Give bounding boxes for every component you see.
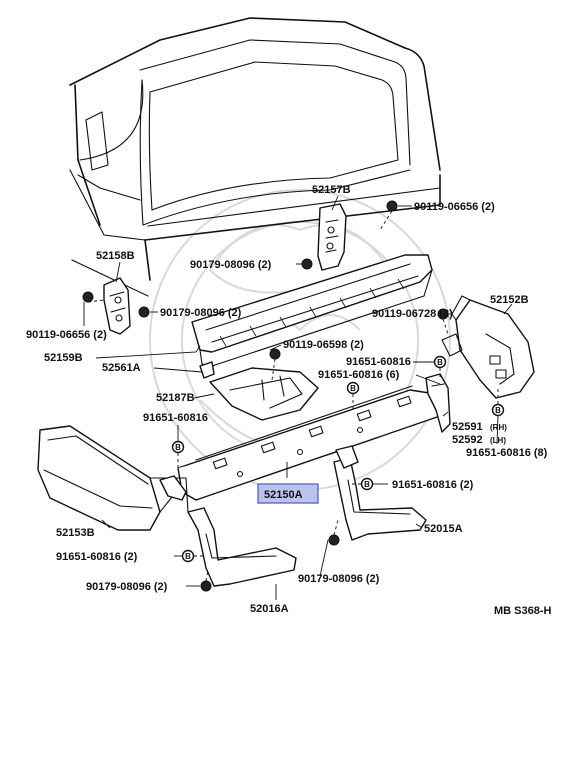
- label-90179-08096-lower-right[interactable]: 90179-08096 (2): [298, 573, 380, 585]
- label-52158B[interactable]: 52158B: [96, 250, 135, 262]
- svg-text:B: B: [350, 384, 356, 393]
- bracket-52158B: [103, 277, 131, 335]
- vehicle-body: [69, 17, 441, 297]
- bolt-marker-icon: B: [360, 477, 374, 491]
- svg-text:B: B: [185, 552, 191, 561]
- label-52153B[interactable]: 52153B: [56, 527, 95, 539]
- label-90179-08096-lower-left[interactable]: 90179-08096 (2): [86, 581, 168, 593]
- bolt-marker-icon: B: [433, 355, 447, 369]
- nut-90179-08096-lower-left: [200, 580, 212, 592]
- label-52016A[interactable]: 52016A: [250, 603, 289, 615]
- nut-90179-08096-lower-right: [328, 534, 340, 546]
- svg-text:B: B: [175, 443, 181, 452]
- label-52152B[interactable]: 52152B: [490, 294, 529, 306]
- label-91651-60816-f[interactable]: 91651-60816 (2): [56, 551, 138, 563]
- highlighted-part-box: [257, 483, 319, 504]
- bolt-marker-icon: B: [171, 440, 185, 454]
- end-cap-52152B: [441, 295, 535, 399]
- svg-text:B: B: [437, 358, 443, 367]
- label-52159B[interactable]: 52159B: [44, 352, 83, 364]
- label-52015A[interactable]: 52015A: [424, 523, 463, 535]
- label-rh: (RH): [490, 423, 507, 432]
- fasteners: [82, 200, 449, 592]
- label-90119-06656-right[interactable]: 90119-06656 (2): [414, 201, 495, 213]
- label-91651-60816-c[interactable]: 91651-60816: [143, 412, 208, 424]
- nut-90179-08096-upper: [301, 258, 313, 270]
- bracket-52591-52592: [425, 373, 451, 433]
- alignment-lines: [87, 210, 499, 582]
- bolt-marker-icon: B: [491, 403, 505, 417]
- label-52150A[interactable]: 52150A: [264, 489, 303, 501]
- svg-text:B: B: [364, 480, 370, 489]
- step-pad-52159B: [191, 254, 433, 367]
- bolt-markers: B B B B B B: [171, 355, 505, 563]
- bolt-90119-06598: [269, 348, 281, 360]
- label-52157B[interactable]: 52157B: [312, 184, 351, 196]
- label-91651-60816-8[interactable]: 91651-60816 (8): [466, 447, 548, 459]
- part-labels: 52157B 90119-06656 (2) 52158B 90179-0809…: [26, 184, 552, 617]
- bracket-52015A: [333, 445, 427, 541]
- bracket-52157B: [317, 203, 347, 271]
- stay-52187B: [209, 367, 319, 421]
- end-cap-52153B: [37, 425, 177, 531]
- label-52592[interactable]: 52592: [452, 434, 483, 446]
- label-91651-60816-a[interactable]: 91651-60816: [346, 356, 411, 368]
- bolt-90119-06656-right: [386, 200, 398, 212]
- label-lh: (LH): [490, 436, 506, 445]
- diagram-code: MB S368-H: [494, 605, 552, 617]
- label-90179-08096-upper[interactable]: 90179-08096 (2): [190, 259, 272, 271]
- label-91651-60816-6[interactable]: 91651-60816 (6): [318, 369, 400, 381]
- bolt-90119-06656-left: [82, 291, 94, 303]
- label-90179-08096-left[interactable]: 90179-08096 (2): [160, 307, 242, 319]
- leader-lines: [83, 195, 513, 600]
- label-90119-06728[interactable]: 90119-06728 (2): [372, 308, 453, 320]
- label-91651-60816-e[interactable]: 91651-60816 (2): [392, 479, 474, 491]
- bracket-52016A: [159, 475, 297, 587]
- bolt-marker-icon: B: [181, 549, 195, 563]
- retainer-52561A: [199, 361, 215, 379]
- label-90119-06598[interactable]: 90119-06598 (2): [283, 339, 364, 351]
- label-52591[interactable]: 52591: [452, 421, 483, 433]
- bolt-marker-icon: B: [346, 381, 360, 395]
- label-52187B[interactable]: 52187B: [156, 392, 195, 404]
- nut-90179-08096-left: [138, 306, 150, 318]
- svg-text:B: B: [495, 406, 501, 415]
- label-52561A[interactable]: 52561A: [102, 362, 141, 374]
- label-90119-06656-left[interactable]: 90119-06656 (2): [26, 329, 107, 341]
